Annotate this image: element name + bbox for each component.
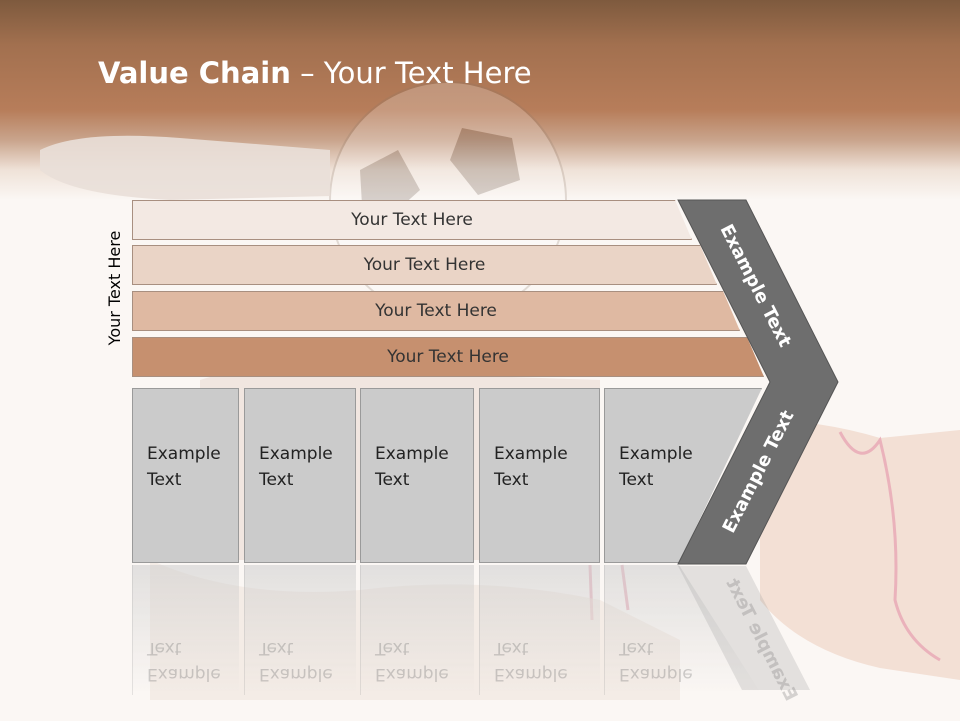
bar-4: Your Text Here — [132, 337, 764, 377]
bar-2: Your Text Here — [132, 245, 717, 285]
hand-image — [760, 420, 960, 680]
bar-4-label: Your Text Here — [387, 347, 509, 367]
bar-3: Your Text Here — [132, 291, 740, 331]
title-rest: – Your Text Here — [290, 56, 532, 90]
title-bold: Value Chain — [98, 56, 291, 90]
chevron-reflection — [678, 566, 810, 690]
bar-3-label: Your Text Here — [375, 301, 497, 321]
bar-1: Your Text Here — [132, 200, 692, 240]
bar-2-label: Your Text Here — [363, 255, 486, 275]
chevron-shape — [677, 199, 839, 565]
page-title: Value Chain – Your Text Here — [98, 56, 532, 90]
bar-1-label: Your Text Here — [351, 210, 473, 230]
glove-image — [40, 135, 330, 200]
